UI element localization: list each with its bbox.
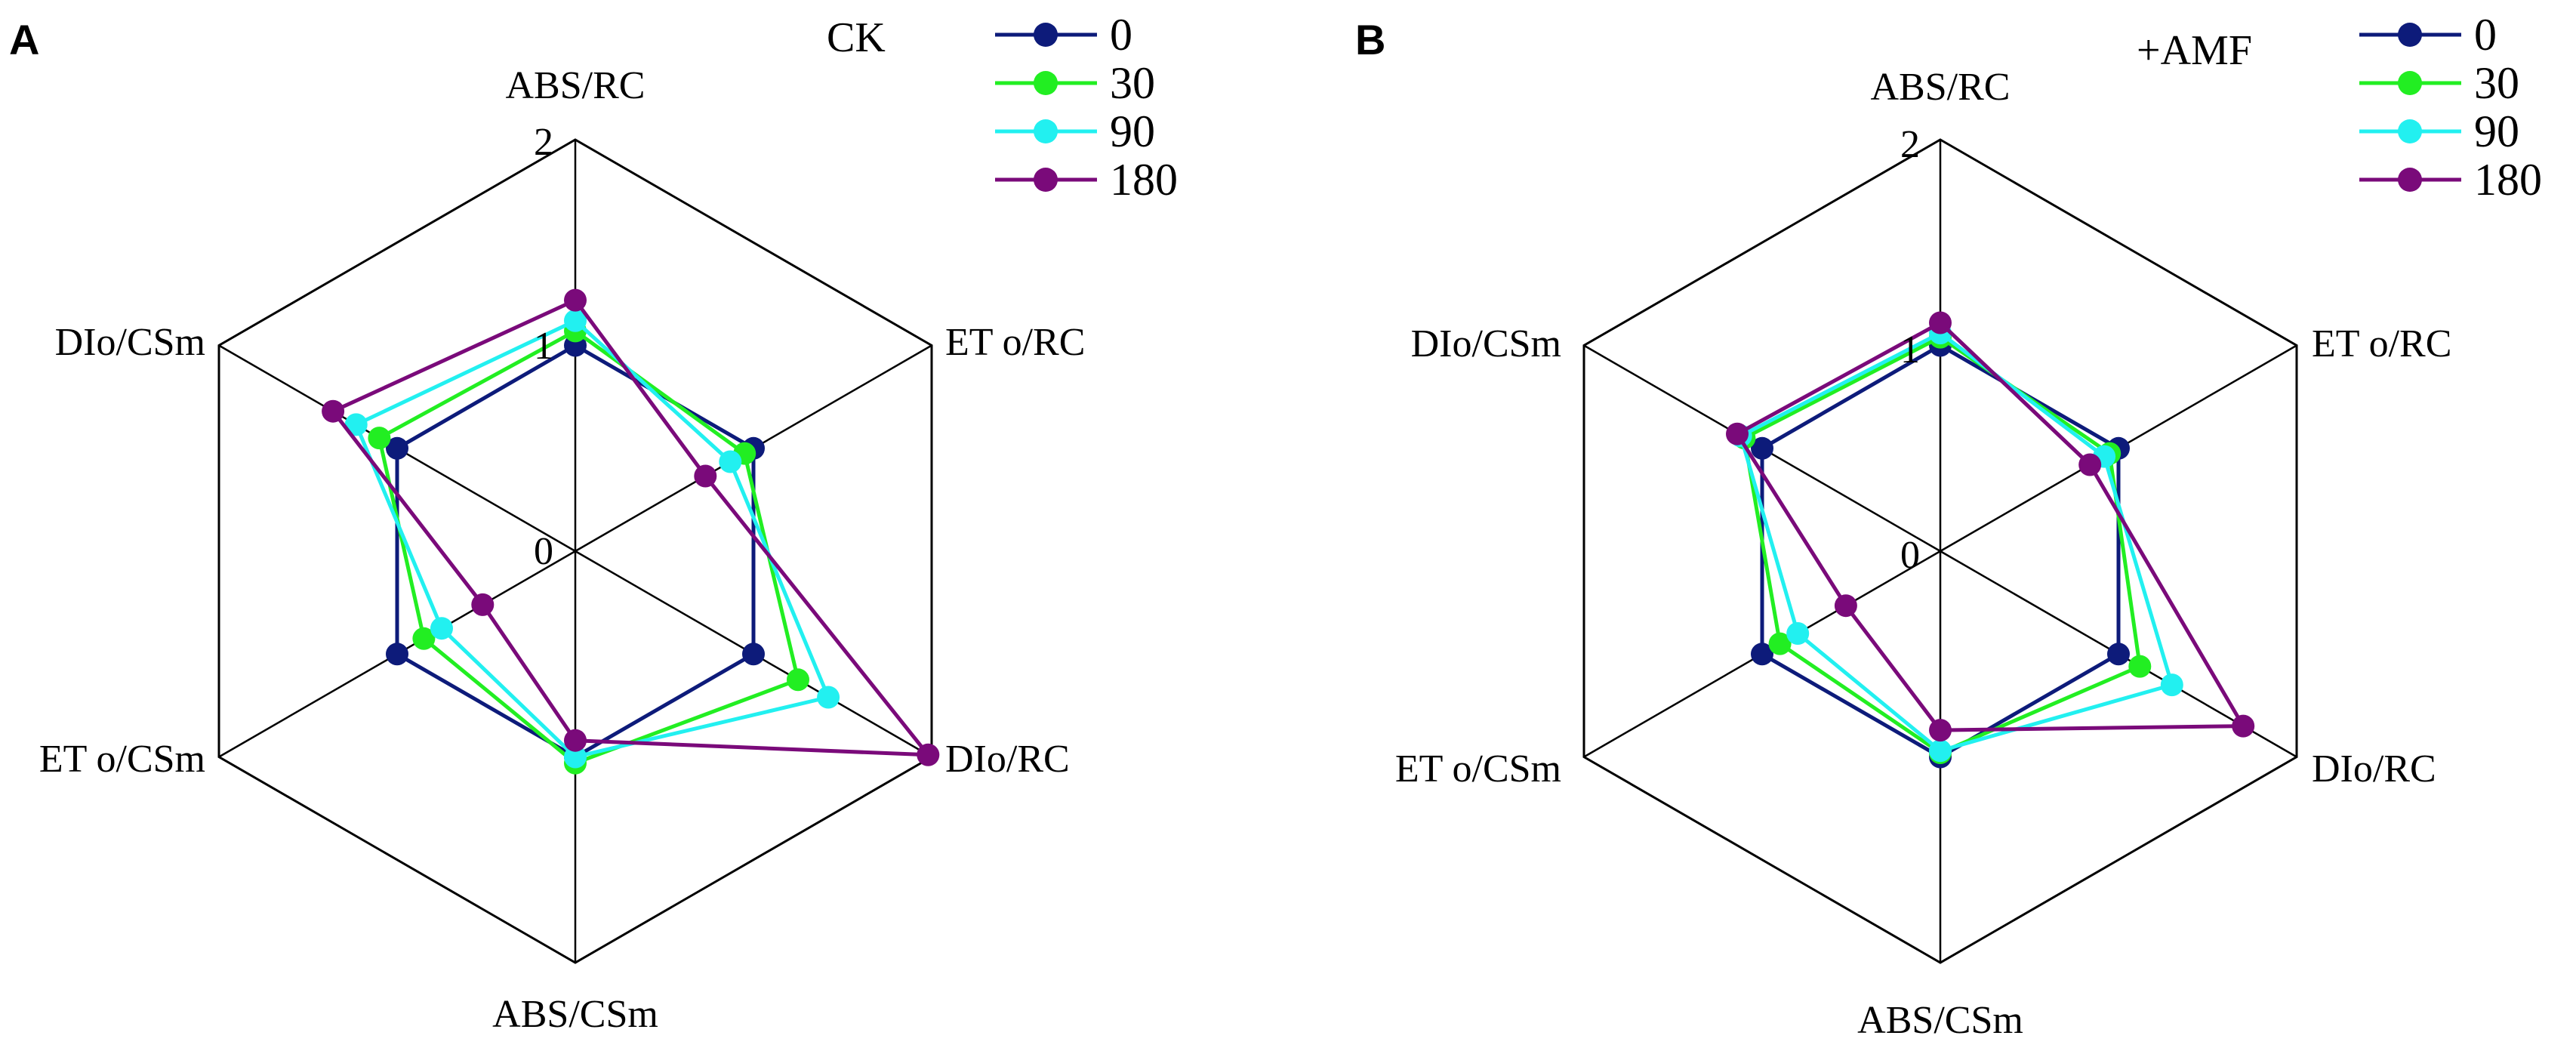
panel-a: 0 1 2 ABS/RC ET o/RC DIo/RC ABS/CSm ET o/CSm DIo…: [9, 10, 1178, 1036]
data-point-180-abs-rc: [564, 288, 587, 312]
series-line-30: [377, 328, 800, 766]
tick-label: 1: [1900, 328, 1920, 371]
legend-item-180: 180: [2359, 155, 2542, 205]
data-point-90-dio-rc: [2160, 673, 2183, 697]
data-point-0-dio-csm: [386, 436, 408, 460]
legend-item-30: 30: [2359, 58, 2519, 108]
legend-label: 0: [1110, 10, 1132, 60]
axis-label-eto-csm: ET o/CSm: [1395, 747, 1561, 791]
data-point-180-eto-csm: [471, 593, 495, 616]
axis-label-eto-csm: ET o/CSm: [39, 738, 205, 781]
legend-swatch-marker: [1034, 119, 1058, 143]
data-point-90-abs-csm: [564, 745, 587, 769]
tick-label: 2: [534, 121, 553, 164]
data-point-180-dio-csm: [322, 399, 345, 423]
data-point-90-abs-rc: [564, 309, 587, 332]
legend-item-180: 180: [995, 155, 1178, 205]
panel-letter: B: [1355, 16, 1385, 63]
data-point-180-dio-rc: [917, 743, 940, 766]
data-point-30-dio-rc: [2128, 655, 2152, 678]
legend-title: +AMF: [2137, 27, 2252, 74]
data-point-180-eto-csm: [1834, 594, 1857, 618]
tick-label: 0: [534, 530, 553, 573]
data-point-180-dio-csm: [1726, 422, 1749, 445]
data-point-180-abs-csm: [1929, 719, 1952, 742]
data-point-30-eto-csm: [412, 627, 436, 650]
data-point-0-dio-csm: [1751, 436, 1773, 460]
legend-label: 90: [2474, 106, 2519, 156]
axis-label-dio-csm: DIo/CSm: [1411, 322, 1561, 365]
axis-label-dio-rc: DIo/RC: [945, 738, 1070, 781]
legend-swatch-marker: [1034, 168, 1058, 192]
data-point-30-eto-csm: [1768, 632, 1792, 655]
axis-label-eto-rc: ET o/RC: [945, 321, 1085, 364]
data-point-0-dio-rc: [2107, 643, 2130, 666]
data-point-0-eto-csm: [386, 643, 408, 666]
legend-label: 180: [1110, 155, 1178, 205]
panel-letter: A: [9, 16, 39, 63]
data-point-90-eto-rc: [719, 450, 742, 473]
data-point-30-dio-rc: [787, 668, 809, 692]
data-point-180-abs-csm: [564, 729, 587, 752]
data-point-90-eto-csm: [1786, 622, 1810, 645]
tick-label: 2: [1900, 123, 1920, 166]
legend-label: 180: [2474, 155, 2542, 205]
legend-label: 30: [1110, 58, 1155, 108]
tick-label: 1: [534, 325, 553, 368]
legend-swatch-marker: [2398, 168, 2422, 192]
panel-b: 0 1 2 ABS/RC ET o/RC DIo/RC ABS/CSm ET o/CSm DIo…: [1355, 10, 2542, 1042]
legend-swatch-marker: [1034, 23, 1058, 47]
legend-item-0: 0: [995, 10, 1132, 60]
data-point-0-eto-csm: [1751, 643, 1773, 666]
data-point-90-eto-csm: [430, 617, 453, 640]
axis-label-abs-csm: ABS/CSm: [1857, 999, 2023, 1042]
legend-item-90: 90: [2359, 106, 2519, 156]
axis-label-abs-rc: ABS/RC: [1871, 66, 2011, 109]
data-point-90-abs-csm: [1929, 739, 1952, 763]
data-point-180-abs-rc: [1929, 311, 1952, 334]
legend-item-30: 30: [995, 58, 1155, 108]
legend-item-90: 90: [995, 106, 1155, 156]
legend-swatch-marker: [2398, 71, 2422, 95]
data-point-180-dio-rc: [2232, 714, 2255, 738]
legend-label: 90: [1110, 106, 1155, 156]
tick-label: 0: [1900, 534, 1920, 577]
data-point-180-eto-rc: [694, 464, 717, 488]
data-point-180-eto-rc: [2078, 453, 2102, 476]
data-point-90-dio-csm: [344, 413, 368, 436]
series-line-180: [331, 298, 930, 757]
legend-swatch-marker: [2398, 23, 2422, 47]
axis-label-abs-rc: ABS/RC: [506, 64, 646, 107]
data-point-0-dio-rc: [742, 643, 765, 666]
data-point-90-dio-rc: [817, 686, 840, 709]
legend-title: CK: [827, 14, 886, 61]
data-point-30-dio-csm: [368, 427, 391, 450]
legend-swatch-marker: [2398, 119, 2422, 143]
legend-label: 0: [2474, 10, 2497, 60]
legend-swatch-marker: [1034, 71, 1058, 95]
axis-label-eto-rc: ET o/RC: [2312, 322, 2451, 365]
legend-label: 30: [2474, 58, 2519, 108]
axis-label-dio-rc: DIo/RC: [2312, 747, 2436, 791]
axis-label-dio-csm: DIo/CSm: [55, 321, 205, 364]
axis-label-abs-csm: ABS/CSm: [492, 993, 658, 1036]
legend-item-0: 0: [2359, 10, 2497, 60]
